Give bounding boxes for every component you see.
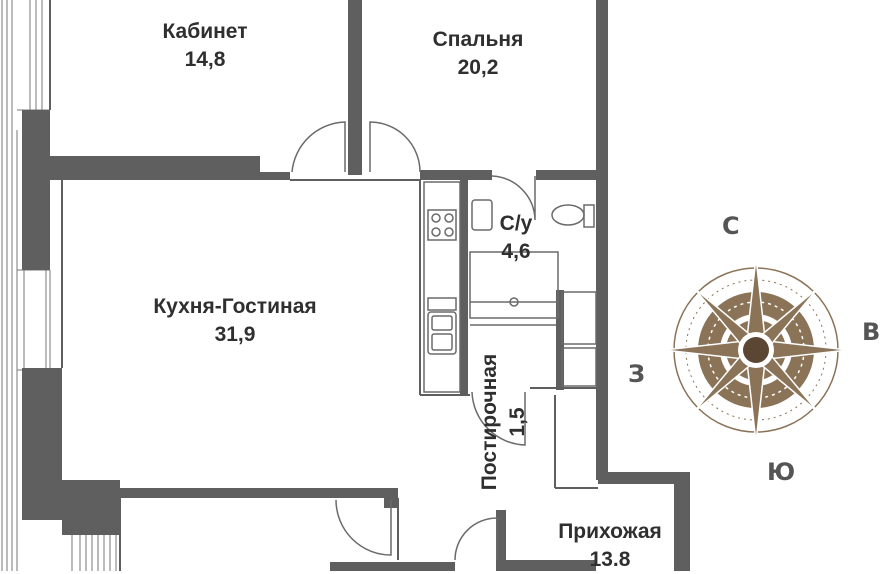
wall-kitchen-bottom-left (120, 488, 390, 498)
room-laundry-area: 1,5 (506, 407, 529, 437)
bathroom-fixtures (469, 199, 597, 387)
wall-top-right-stub (596, 0, 608, 480)
room-kitchen-living-name: Кухня-Гостиная (153, 295, 317, 318)
wall-lines (49, 0, 598, 571)
room-laundry-name: Постирочная (478, 353, 501, 491)
door-kitchen-hall (335, 499, 392, 556)
wall-right-lower (598, 472, 690, 484)
wall-lower-mid (330, 562, 455, 571)
door-cabinet (291, 121, 346, 173)
room-bedroom-name: Спальня (432, 28, 524, 51)
room-hallway-name: Прихожая (558, 520, 662, 543)
wall-right-lower-vert (674, 472, 690, 571)
shower-tray (469, 251, 559, 319)
oven (427, 297, 457, 311)
room-hallway: Прихожая 13.8 (545, 518, 675, 574)
wall-lower-right (496, 560, 596, 571)
washbasin (471, 199, 493, 231)
room-cabinet-name: Кабинет (162, 20, 248, 43)
room-bathroom-name: С/у (499, 212, 533, 235)
room-laundry: Постирочная 1,5 (476, 352, 532, 492)
door-bedroom (369, 121, 421, 173)
wall-cabinet-bottom (50, 156, 260, 174)
room-bathroom-area: 4,6 (501, 240, 531, 263)
wall-left-lower (22, 368, 62, 520)
room-bathroom: С/у 4,6 (488, 210, 544, 266)
room-bedroom-area: 20,2 (457, 56, 499, 79)
room-cabinet: Кабинет 14,8 (140, 18, 270, 74)
doors (291, 121, 536, 561)
wall-partition-cab-bed (348, 0, 362, 175)
compass-rose (663, 257, 849, 443)
kitchen-counter (423, 181, 461, 393)
wall-left-upper (22, 110, 50, 270)
wall-left-corner (62, 480, 120, 535)
compass-east-label: В (862, 318, 881, 346)
compass-south-label: Ю (767, 458, 796, 486)
compass-west-label: З (628, 360, 646, 388)
door-laundry (471, 391, 526, 446)
door-entrance (454, 517, 498, 561)
shaft-2 (561, 347, 597, 387)
hob (427, 209, 457, 241)
walls (22, 0, 690, 571)
wall-bath-top (420, 170, 492, 180)
wall-laundry-right (556, 290, 564, 390)
sink (427, 311, 457, 355)
compass-north-label: С (722, 212, 740, 240)
room-cabinet-area: 14,8 (184, 48, 226, 71)
shaft-1 (561, 291, 597, 345)
wall-kitchen-top (50, 172, 290, 180)
room-bedroom: Спальня 20,2 (413, 26, 543, 82)
toilet (551, 204, 585, 226)
room-hallway-area: 13.8 (589, 548, 631, 571)
wall-kitchen-bottom-stub (384, 488, 398, 508)
wall-hall-stub (496, 510, 506, 562)
door-bath (491, 175, 536, 221)
room-kitchen-living-area: 31,9 (214, 323, 256, 346)
room-kitchen-living: Кухня-Гостиная 31,9 (130, 293, 340, 349)
wall-bath-left (460, 175, 468, 395)
wall-bath-top-right (536, 170, 598, 180)
